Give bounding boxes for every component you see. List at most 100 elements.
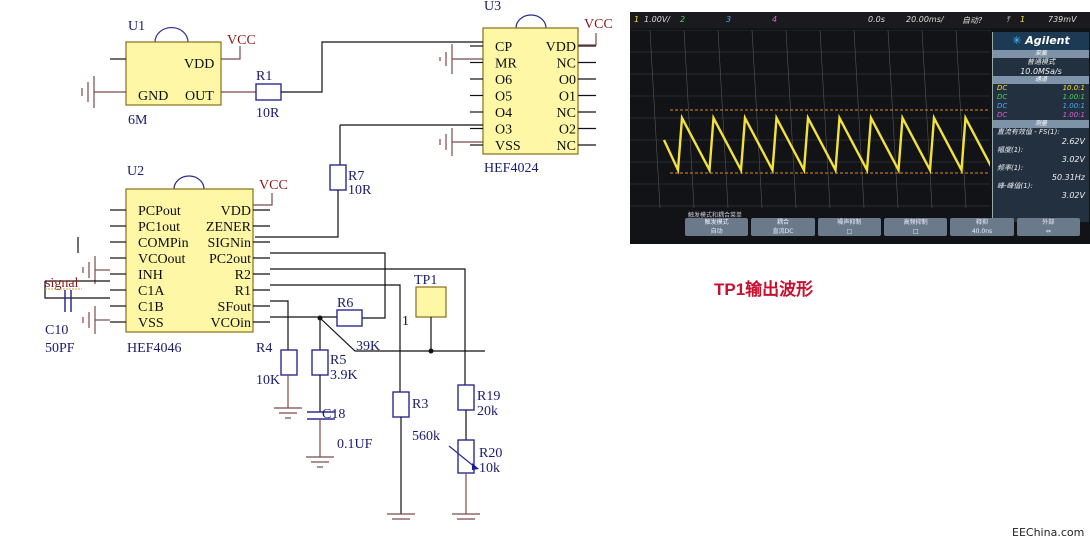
r3-ref: R3 [412, 397, 428, 412]
u3-counter: U3 HEF4024 CPMRO6O5O4O3VSSVDDNCO0O1NCO2N… [340, 0, 613, 176]
oscilloscope-screen: 1 1.00V/ 2 3 4 0.0s 20.00ms/ 自动? ⤒ 1 739… [630, 12, 1090, 244]
channel-coupling: DC [997, 93, 1008, 101]
waveform-trace [662, 113, 990, 175]
u2-left-pin: VSS [138, 316, 164, 331]
softkey-button[interactable]: 高频抑制 □ [883, 218, 948, 236]
u2-right-pin: VCOin [211, 316, 251, 331]
softkey-bottom: □ [912, 228, 919, 235]
softkey-button[interactable]: 噪声抑制□ [817, 218, 881, 236]
channel-coupling: DC [997, 102, 1008, 110]
r5-value: 3.9K [330, 368, 358, 383]
measurement-value: 3.02V [1061, 155, 1085, 164]
agilent-logo: ✳ Agilent [993, 32, 1089, 50]
softkey-top: 高频抑制 [903, 219, 928, 226]
ch1-indicator: 1 [634, 15, 640, 24]
ch4-indicator: 4 [772, 15, 778, 24]
u3-left-pin: O4 [495, 106, 512, 121]
r7-resistor: R7 10R [255, 125, 372, 238]
softkey-button[interactable]: 触发模式自动 [685, 218, 749, 236]
c10-value: 50PF [45, 341, 75, 356]
grid-line [683, 30, 695, 208]
measurement: 频率(1):50.31Hz [993, 164, 1089, 182]
measurement: 幅度(1): 3.02V [993, 146, 1089, 164]
u3-left-pin: MR [495, 57, 517, 72]
tp1-pin: 1 [402, 314, 409, 329]
ch2-indicator: 2 [680, 15, 686, 24]
channel-probe: 1.00:1 [1062, 111, 1085, 119]
ground-icon [81, 76, 95, 108]
softkey-bottom: 直流DC [772, 228, 794, 235]
grid-line [751, 30, 763, 208]
vcc-label-u3: VCC [584, 17, 613, 32]
channel-coupling: DC [997, 111, 1008, 119]
tp1-testpoint[interactable]: TP1 1 [402, 273, 447, 354]
u2-left-pin: PCPout [138, 204, 181, 219]
r4-ref: R4 [256, 341, 272, 356]
u1-oscillator: U1 VDD GND OUT 6M VCC [81, 19, 256, 128]
softkey-top: 外部 [1042, 219, 1055, 226]
softkey-bottom: ⇔ [1045, 228, 1051, 235]
ch1-scale: 1.00V/ [644, 15, 670, 24]
time-offset: 0.0s [868, 15, 885, 24]
r3-value: 560k [412, 429, 440, 444]
u2-right-pin: ZENER [206, 220, 252, 235]
r6-ref: R6 [337, 296, 353, 311]
vcc-label-u1: VCC [227, 33, 256, 48]
softkey-button[interactable]: 耦合直流DC [751, 218, 815, 236]
softkey-menu-title: 触发模式和耦合菜单 [688, 212, 743, 219]
grid-line [853, 30, 865, 208]
u3-left-pin: O5 [495, 90, 512, 105]
grid-line [717, 30, 729, 208]
u3-left-pin: O3 [495, 123, 512, 138]
trigger-channel: 1 [1020, 15, 1026, 24]
c18-ref: C18 [322, 407, 345, 422]
r3-resistor: R3 560k [387, 391, 440, 520]
channel-row: DC 1.00:1 [993, 102, 1089, 111]
u3-left-pin: CP [495, 40, 512, 55]
u1-pin-gnd: GND [138, 89, 168, 104]
softkey-top: 耦合 [776, 219, 789, 226]
scope-status-bar: 1 1.00V/ 2 3 4 0.0s 20.00ms/ 自动? ⤒ 1 739… [630, 12, 1090, 28]
r20-value: 10k [479, 461, 500, 476]
u2-right-pin: VDD [221, 204, 251, 219]
r19-value: 20k [477, 404, 498, 419]
r4-value: 10K [256, 373, 280, 388]
channel-probe: 1.00:1 [1062, 102, 1085, 110]
softkey-bottom: 40.0ns [971, 228, 993, 235]
u3-body [482, 27, 579, 155]
u1-pin-out: OUT [185, 89, 214, 104]
r1-ref: R1 [256, 69, 272, 84]
agilent-spark-icon: ✳ [1012, 34, 1022, 47]
u3-right-pin: NC [557, 139, 576, 154]
u3-part: HEF4024 [484, 161, 538, 176]
u3-left-pin: O6 [495, 73, 512, 88]
u2-right-pin: PC2out [209, 252, 251, 267]
r19-resistor: R19 20k [457, 384, 500, 440]
u2-part: HEF4046 [127, 341, 181, 356]
r20-potentiometer[interactable]: R20 10k [448, 439, 502, 520]
measurement-label: 峰-峰值(1): [997, 182, 1033, 190]
r1-resistor: R1 10R [221, 41, 452, 121]
c18-value: 0.1UF [337, 437, 373, 452]
u2-left-pin: C1A [138, 284, 165, 299]
acq-header: 采集 [993, 50, 1089, 58]
softkey-bottom: 自动 [710, 228, 723, 235]
softkey-bottom: □ [846, 228, 853, 235]
measurement-label: 幅度(1): [997, 146, 1024, 154]
u3-right-pin: O0 [559, 73, 576, 88]
u2-right-pin: SIGNin [207, 236, 251, 251]
u2-left-pin: VCOout [138, 252, 186, 267]
r20-ref: R20 [479, 446, 502, 461]
schematic: U1 VDD GND OUT 6M VCC R1 10R U3 HEF4024 … [44, 0, 613, 520]
r6-value: 39K [356, 339, 380, 354]
u1-body [125, 41, 222, 106]
u1-ref: U1 [128, 19, 145, 34]
u3-right-pin: NC [557, 57, 576, 72]
r4-resistor: R4 10K [256, 341, 302, 419]
softkey-button[interactable]: 外部 ⇔ [1016, 218, 1080, 236]
r19-ref: R19 [477, 389, 500, 404]
